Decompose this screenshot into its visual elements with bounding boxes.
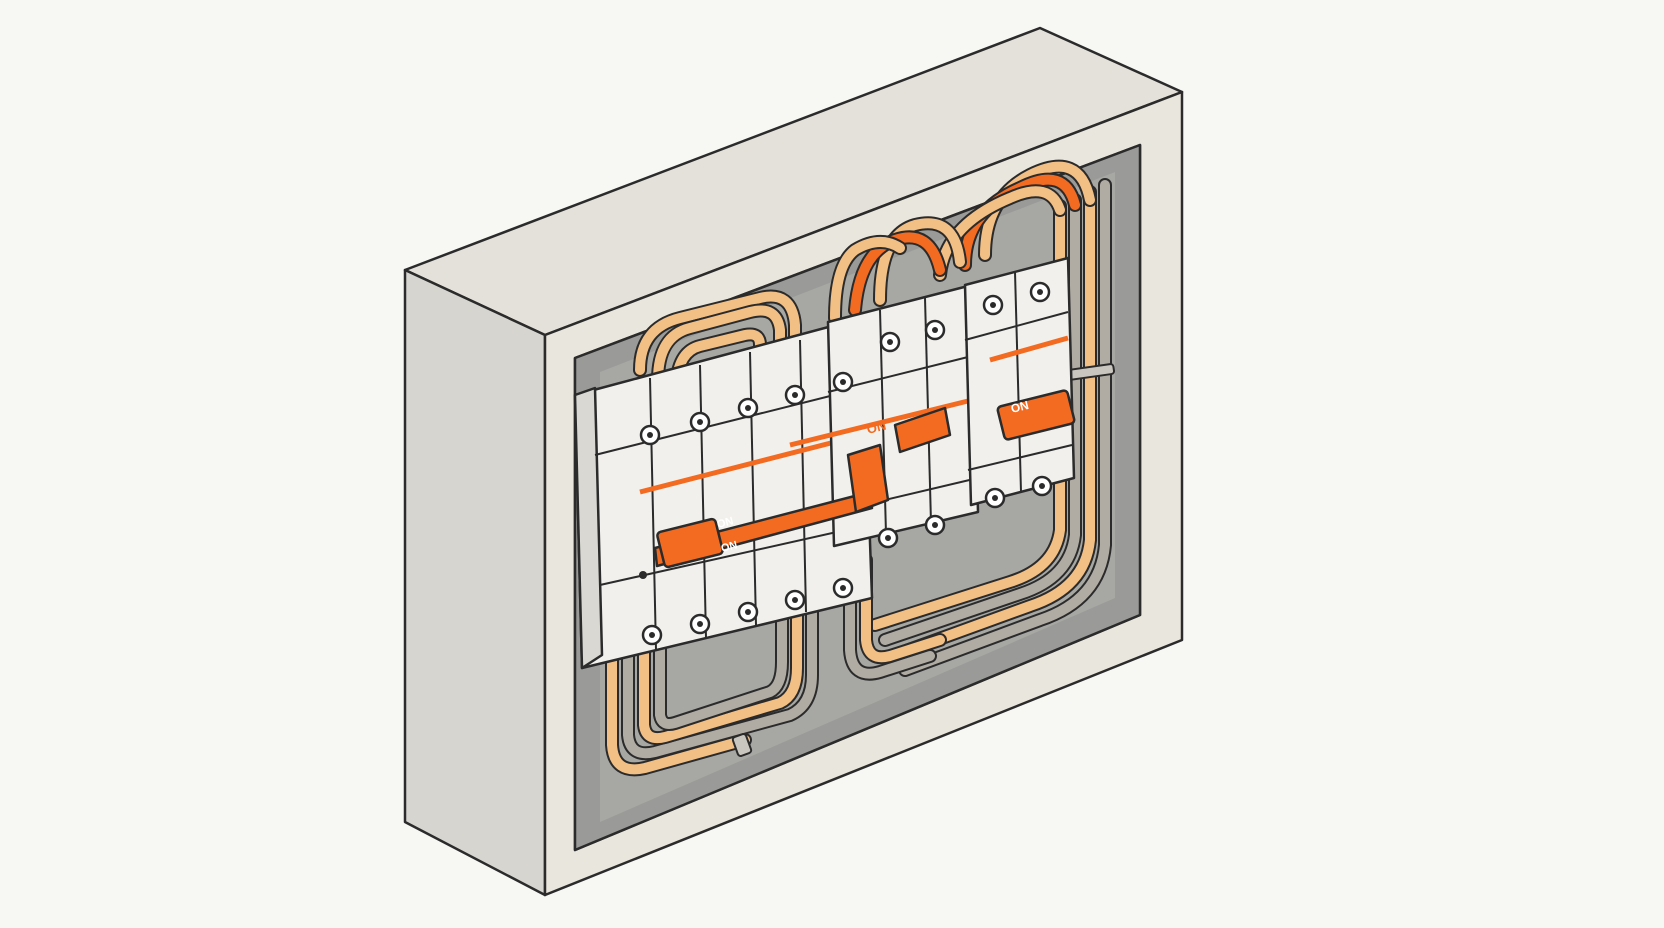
left-breaker-lower-on-label: ON xyxy=(720,539,739,555)
indicator-dot xyxy=(639,571,647,579)
left-breaker-upper-on-label: ON xyxy=(716,515,735,531)
toggle-lever-icon[interactable] xyxy=(653,389,1076,569)
right-breaker-on-label: ON xyxy=(1009,398,1030,416)
rear-wiring xyxy=(605,159,1112,777)
main-switch-on-label: ON xyxy=(865,418,888,437)
enclosure-left-face xyxy=(403,268,547,897)
right-breaker-group xyxy=(963,256,1076,507)
